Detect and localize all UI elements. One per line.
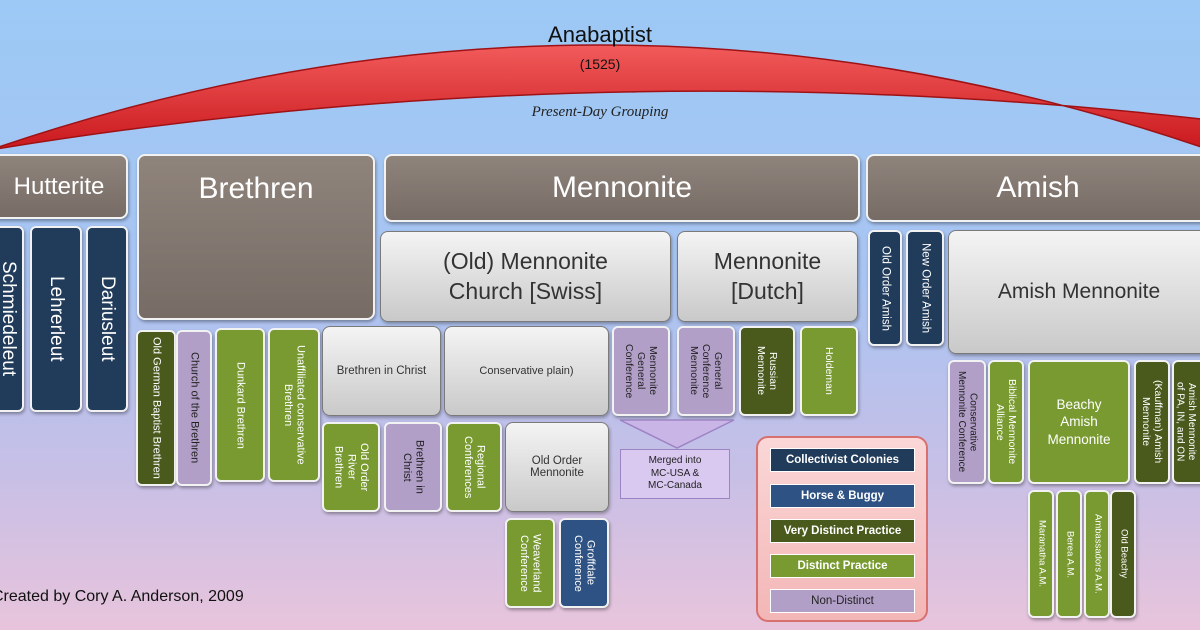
- hutterite-leut: Lehrerleut: [30, 226, 82, 412]
- brethren-item: Dunkard Brethren: [215, 328, 265, 482]
- amish-mennonite-item: (Kauffman) Amish Mennonite: [1134, 360, 1170, 484]
- legend-very-distinct: Very Distinct Practice: [770, 519, 915, 543]
- credit: Created by Cory A. Anderson, 2009: [0, 588, 244, 605]
- bic-item: Brethren in Christ: [384, 422, 442, 512]
- arc-title: Anabaptist: [548, 22, 652, 47]
- subgroup-brethren-in-christ: Brethren in Christ: [322, 326, 441, 416]
- arc-subtitle: Present-Day Grouping: [531, 104, 669, 120]
- mennonite-item: Holdeman: [800, 326, 858, 416]
- conservative-item: Regional Conferences: [446, 422, 502, 512]
- legend: Collectivist Colonies Horse & Buggy Very…: [756, 436, 928, 622]
- old-order-item: Groffdale Conference: [559, 518, 609, 608]
- group-brethren: Brethren: [137, 154, 375, 320]
- brethren-item: Unaffiliated conservative Brethren: [268, 328, 320, 482]
- subgroup-conservative-plain: Conservative plain): [444, 326, 609, 416]
- amish-mennonite-item: Conservative Mennonite Conference: [948, 360, 986, 484]
- amish-mennonite-item: Amish Mennonite of PA, IN, and ON: [1172, 360, 1200, 484]
- beachy-item: Maranatha A.M.: [1028, 490, 1054, 618]
- merged-note: Merged into MC-USA & MC-Canada: [620, 449, 730, 499]
- amish-mennonite-item: Biblical Mennonite Alliance: [988, 360, 1024, 484]
- beachy-amish-mennonite: Beachy Amish Mennonite: [1028, 360, 1130, 484]
- subgroup-old-mennonite: (Old) Mennonite Church [Swiss]: [380, 231, 671, 322]
- mennonite-item: Russian Mennonite: [739, 326, 795, 416]
- group-hutterite: Hutterite: [0, 154, 128, 219]
- beachy-item: Ambassadors A.M.: [1084, 490, 1110, 618]
- subgroup-old-order-mennonite: Old Order Mennonite: [505, 422, 609, 512]
- arc-year: (1525): [579, 56, 621, 72]
- hutterite-leut: Dariusleut: [86, 226, 128, 412]
- mennonite-item: Mennonite General Conference: [612, 326, 670, 416]
- mennonite-item: General Conference Mennonite: [677, 326, 735, 416]
- legend-horse-buggy: Horse & Buggy: [770, 484, 915, 508]
- amish-item: New Order Amish: [906, 230, 944, 346]
- beachy-item: Old Beachy: [1110, 490, 1136, 618]
- group-amish: Amish: [866, 154, 1200, 222]
- legend-collectivist: Collectivist Colonies: [770, 448, 915, 472]
- merge-arrow: [619, 419, 735, 449]
- subgroup-amish-mennonite: Amish Mennonite: [948, 230, 1200, 354]
- brethren-item: Church of the Brethren: [176, 330, 212, 486]
- anabaptist-arc: [0, 44, 1200, 150]
- legend-distinct: Distinct Practice: [770, 554, 915, 578]
- beachy-item: Berea A.M.: [1056, 490, 1082, 618]
- hutterite-leut: Schmiedeleut: [0, 226, 24, 412]
- bic-item: Old Order River Brethren: [322, 422, 380, 512]
- legend-non-distinct: Non-Distinct: [770, 589, 915, 613]
- amish-item: Old Order Amish: [868, 230, 902, 346]
- group-mennonite: Mennonite: [384, 154, 860, 222]
- subgroup-dutch-mennonite: Mennonite [Dutch]: [677, 231, 858, 322]
- old-order-item: Weaverland Conference: [505, 518, 555, 608]
- brethren-item: Old German Baptist Brethren: [136, 330, 176, 486]
